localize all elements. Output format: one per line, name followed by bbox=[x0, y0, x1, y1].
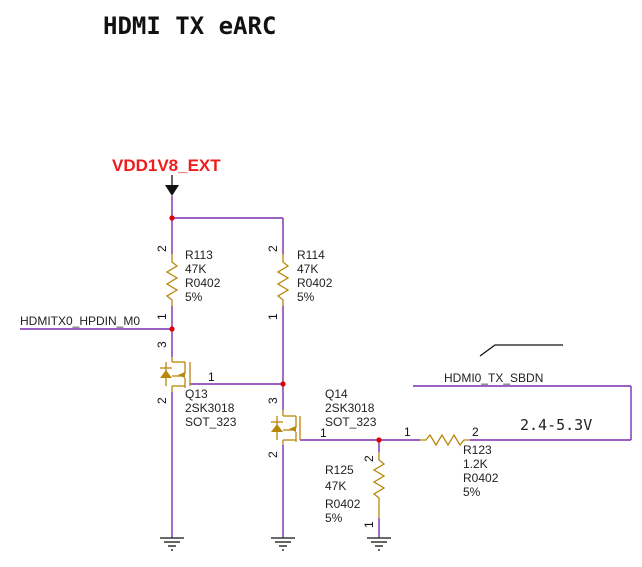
pin-number: 2 bbox=[155, 245, 169, 252]
resistor-r125: 2 1 R125 47K R0402 5% bbox=[325, 452, 386, 528]
pin-number: 1 bbox=[208, 370, 215, 384]
component-tolerance: 5% bbox=[325, 511, 343, 525]
pin-number: 2 bbox=[266, 451, 280, 458]
component-value: 47K bbox=[185, 262, 206, 276]
net-label-sbdn: HDMI0_TX_SBDN bbox=[444, 371, 543, 385]
ref-designator: Q13 bbox=[185, 387, 208, 401]
pin-number: 1 bbox=[362, 521, 376, 528]
component-part: 2SK3018 bbox=[185, 401, 235, 415]
component-tolerance: 5% bbox=[185, 290, 203, 304]
junction-dot bbox=[169, 215, 175, 221]
pin-number: 2 bbox=[472, 425, 479, 439]
component-tolerance: 5% bbox=[463, 485, 481, 499]
mosfet-q14: 3 2 1 Q14 2SK3018 SOT_323 bbox=[266, 387, 377, 458]
pin-number: 3 bbox=[155, 341, 169, 348]
component-package: R0402 bbox=[463, 471, 499, 485]
pin-number: 1 bbox=[266, 313, 280, 320]
component-tolerance: 5% bbox=[297, 290, 315, 304]
resistor-r123: 1 2 R123 1.2K R0402 5% bbox=[404, 425, 499, 499]
ground-icon bbox=[160, 537, 184, 551]
component-package: R0402 bbox=[185, 276, 221, 290]
pin-number: 2 bbox=[266, 245, 280, 252]
ref-designator: R125 bbox=[325, 463, 354, 477]
component-value: 47K bbox=[297, 262, 318, 276]
component-value: 1.2K bbox=[463, 457, 488, 471]
pin-number: 3 bbox=[266, 397, 280, 404]
component-package: SOT_323 bbox=[325, 415, 377, 429]
component-part: 2SK3018 bbox=[325, 401, 375, 415]
resistor-r113: 2 1 R113 47K R0402 5% bbox=[155, 242, 221, 320]
pin-number: 1 bbox=[320, 426, 327, 440]
component-package: R0402 bbox=[297, 276, 333, 290]
pin-number: 2 bbox=[362, 455, 376, 462]
mosfet-q13: 3 2 1 Q13 2SK3018 SOT_323 bbox=[155, 341, 237, 429]
resistor-r114: 2 1 R114 47K R0402 5% bbox=[266, 242, 333, 320]
component-package: R0402 bbox=[325, 497, 361, 511]
voltage-range-label: 2.4-5.3V bbox=[520, 416, 592, 434]
power-arrow-icon bbox=[165, 175, 179, 196]
junction-dot bbox=[280, 381, 286, 387]
offpage-flag-icon bbox=[479, 344, 563, 357]
pin-number: 1 bbox=[155, 313, 169, 320]
ref-designator: R114 bbox=[297, 248, 325, 262]
ref-designator: Q14 bbox=[325, 387, 348, 401]
power-rail-label: VDD1V8_EXT bbox=[112, 156, 221, 175]
pin-number: 1 bbox=[404, 425, 411, 439]
component-value: 47K bbox=[325, 479, 346, 493]
ref-designator: R113 bbox=[185, 248, 213, 262]
net-label-hpdin: HDMITX0_HPDIN_M0 bbox=[20, 314, 140, 328]
junction-dot bbox=[169, 326, 175, 332]
ground-icon bbox=[271, 537, 295, 551]
component-package: SOT_323 bbox=[185, 415, 237, 429]
page-title: HDMI TX eARC bbox=[103, 12, 276, 40]
pin-number: 2 bbox=[155, 397, 169, 404]
junction-dot bbox=[376, 437, 382, 443]
ground-icon bbox=[367, 537, 391, 551]
ref-designator: R123 bbox=[463, 443, 492, 457]
